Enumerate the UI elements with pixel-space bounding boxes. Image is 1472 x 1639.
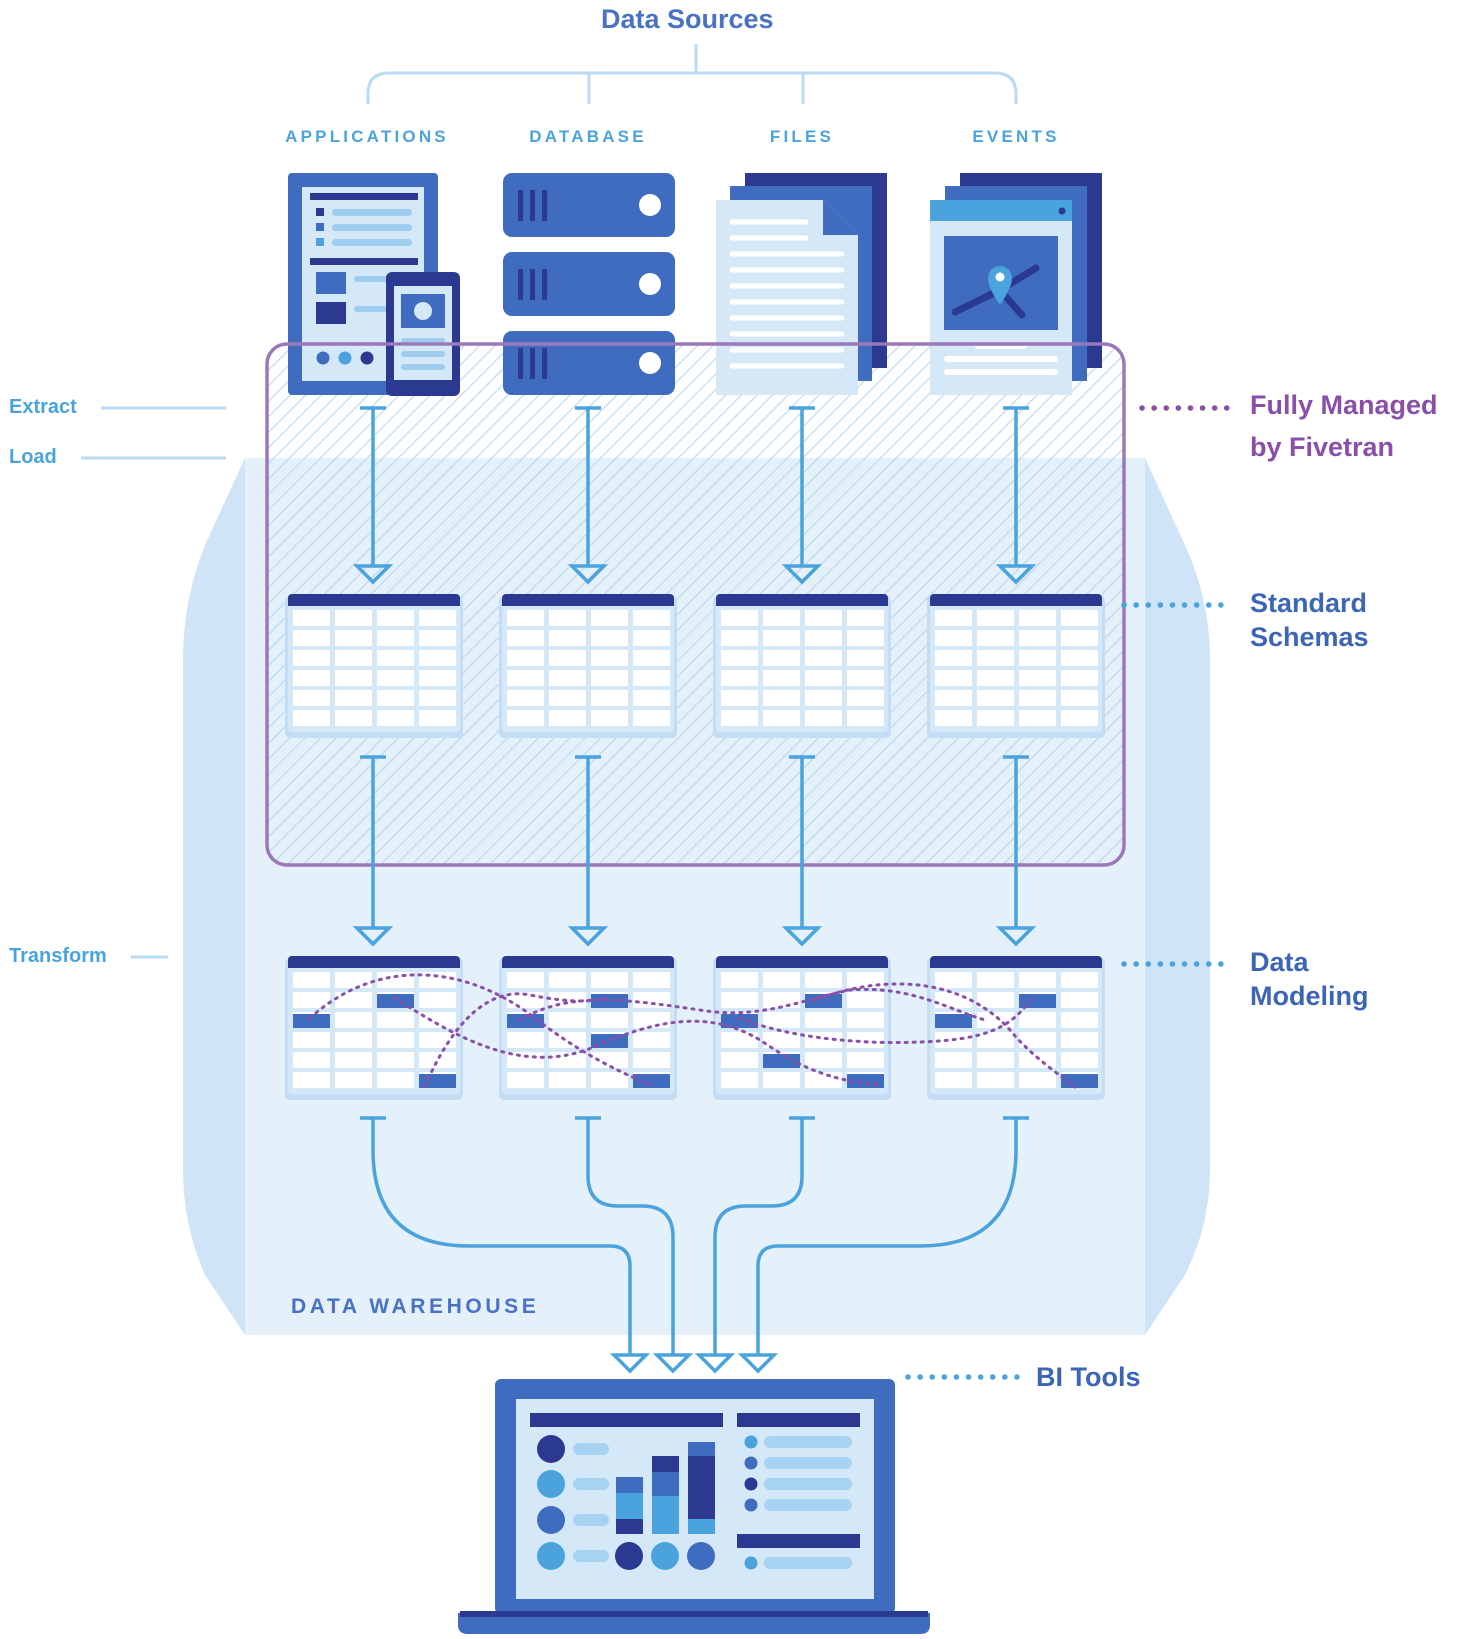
arrow-database — [567, 406, 609, 585]
standard-schemas-line2: Schemas — [1250, 622, 1369, 652]
arrow-applications — [352, 406, 394, 585]
arrow-events — [995, 406, 1037, 585]
data-sources-bracket — [366, 44, 1018, 104]
data-warehouse-label: DATA WAREHOUSE — [291, 1295, 540, 1318]
source-label-files: FILES — [769, 127, 835, 146]
schema-table-1 — [285, 594, 463, 738]
application-devices-icon — [288, 173, 460, 396]
schema-table-4 — [927, 594, 1105, 738]
standard-schemas-line1: Standard — [1250, 588, 1368, 618]
model-table-1 — [285, 956, 463, 1100]
bi-tools-label: BI Tools — [1036, 1362, 1141, 1392]
fully-managed-line2: by Fivetran — [1250, 432, 1395, 462]
extract-load-arrows — [352, 406, 1037, 585]
arrow-files — [781, 406, 823, 585]
data-modeling-line2: Modeling — [1250, 981, 1369, 1011]
transform-arrows — [352, 755, 1037, 947]
source-label-database: DATABASE — [529, 127, 647, 146]
bi-arrow-3 — [694, 1116, 815, 1374]
arrow-transform-2 — [567, 755, 609, 947]
arrow-transform-4 — [995, 755, 1037, 947]
arrow-transform-1 — [352, 755, 394, 947]
bi-arrow-4 — [737, 1116, 1029, 1374]
database-servers-icon — [503, 173, 675, 395]
data-model-tables — [285, 956, 1105, 1100]
stage-label-transform: Transform — [9, 945, 107, 967]
file-documents-icon — [716, 173, 887, 395]
fully-managed-zone — [267, 344, 1124, 865]
laptop-dashboard-icon — [458, 1379, 930, 1634]
event-map-window-icon — [930, 173, 1102, 395]
fully-managed-label: Fully Managed by Fivetran — [1250, 384, 1438, 468]
schema-table-3 — [713, 594, 891, 738]
bi-arrow-1 — [360, 1116, 651, 1374]
stage-label-load: Load — [9, 446, 57, 468]
bi-arrow-2 — [575, 1116, 694, 1374]
data-sources-title: Data Sources — [601, 4, 774, 34]
model-table-3 — [713, 956, 891, 1100]
source-label-events: EVENTS — [972, 127, 1060, 146]
bi-delivery-arrows — [360, 1116, 1029, 1374]
annotation-dotted-leaders — [905, 405, 1235, 1380]
source-label-applications: APPLICATIONS — [285, 127, 449, 146]
stage-label-extract: Extract — [9, 396, 77, 418]
model-relationship-lines — [308, 973, 1077, 1089]
data-modeling-label: Data Modeling — [1250, 945, 1368, 1013]
model-table-2 — [499, 956, 677, 1100]
stage-leader-lines — [81, 406, 226, 959]
schema-table-2 — [499, 594, 677, 738]
fully-managed-line1: Fully Managed — [1250, 390, 1438, 420]
model-table-4 — [927, 956, 1105, 1100]
arrow-transform-3 — [781, 755, 823, 947]
data-modeling-line1: Data — [1250, 947, 1309, 977]
standard-schemas-label: Standard Schemas — [1250, 586, 1369, 654]
standard-schema-tables — [285, 594, 1105, 738]
